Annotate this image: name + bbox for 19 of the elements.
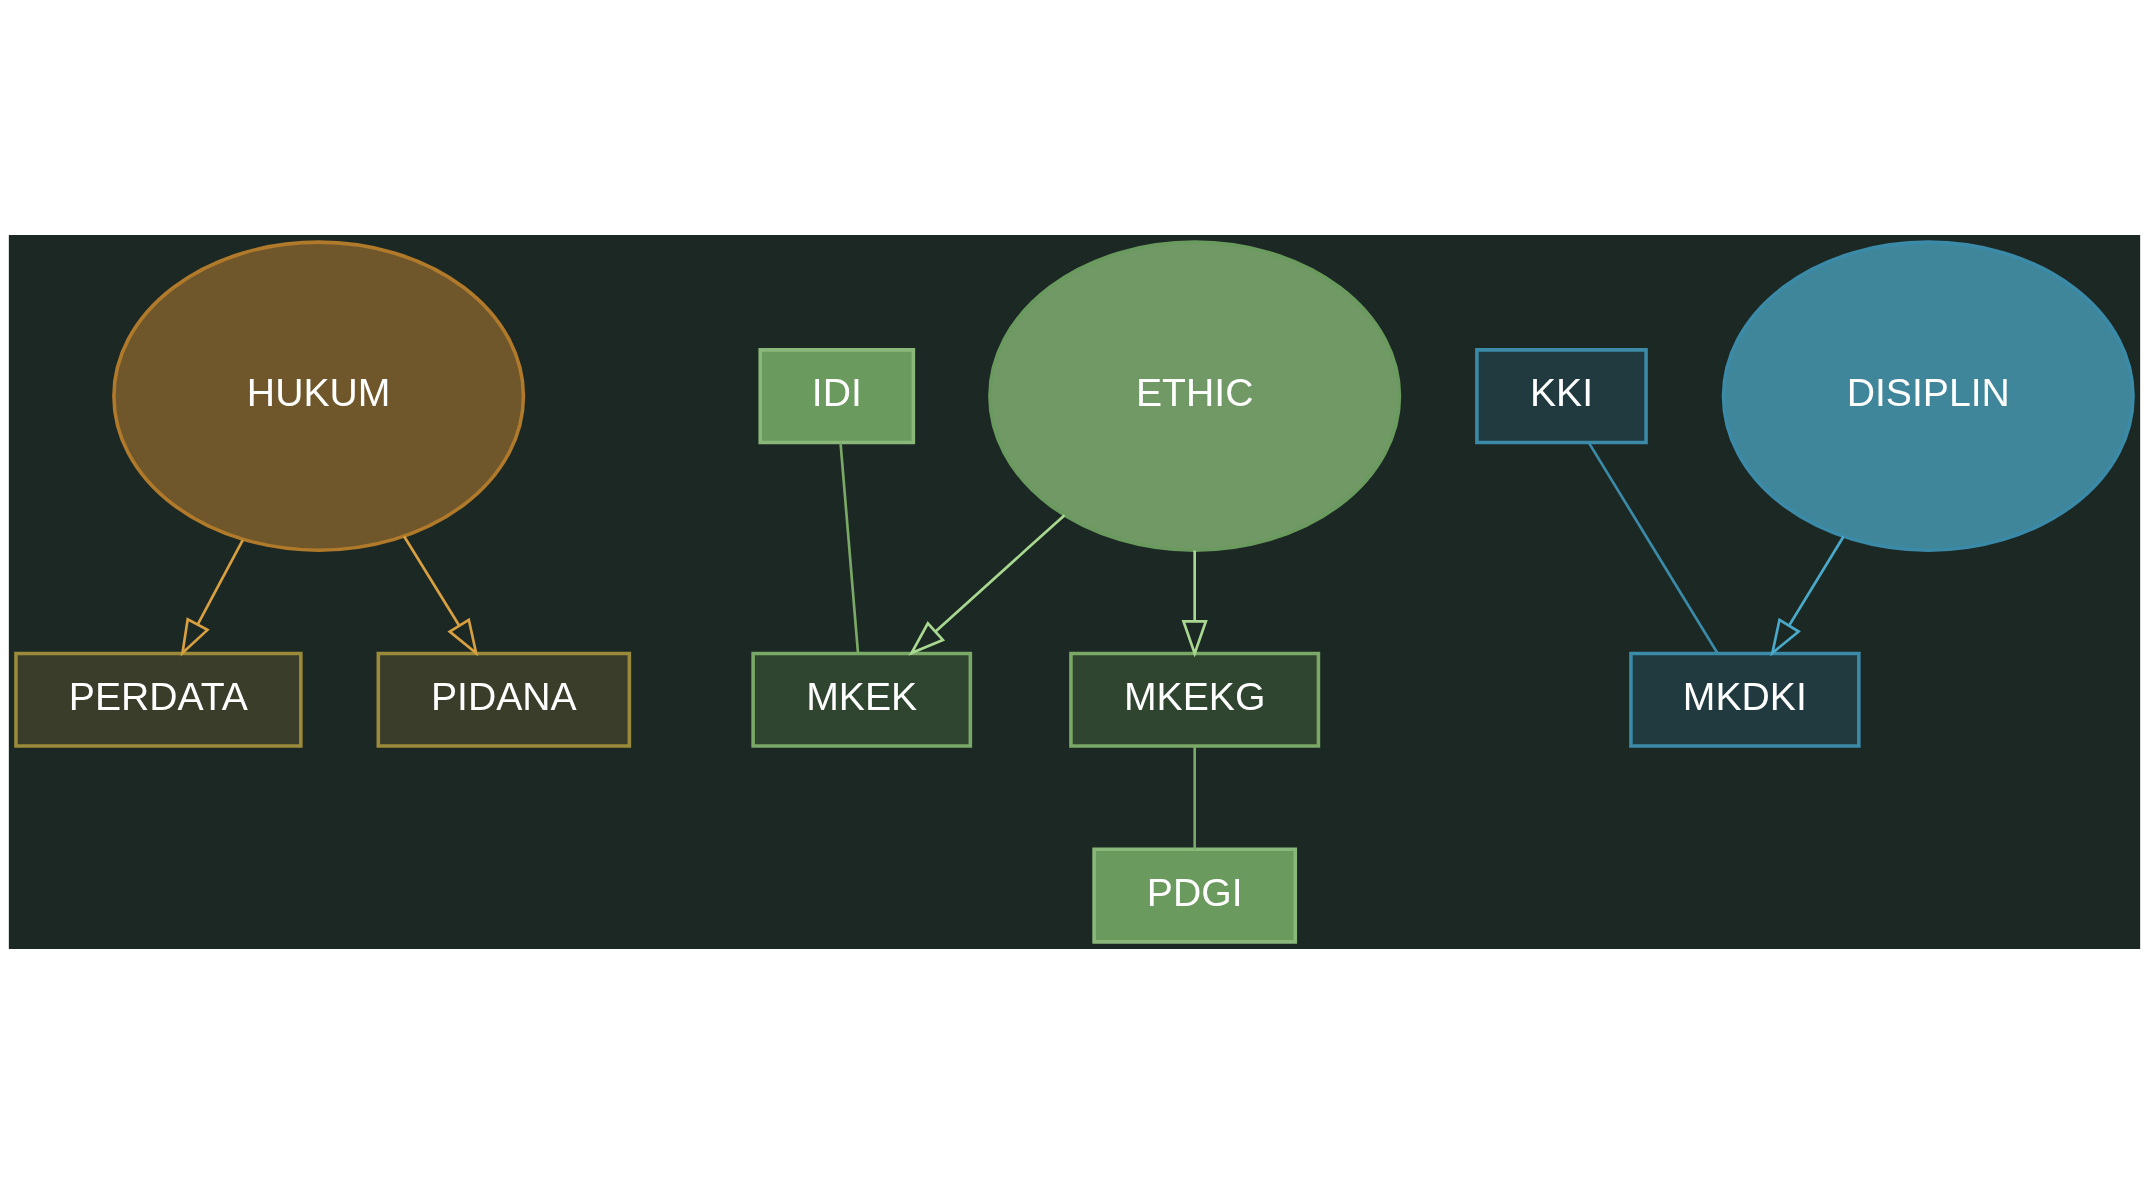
arrow	[1181, 550, 1208, 657]
node-box: MKDKI	[1629, 651, 1861, 748]
node-box: MKEKG	[1069, 651, 1321, 748]
node-box: PDGI	[1092, 847, 1298, 944]
arrow	[403, 535, 479, 656]
node-box: PERDATA	[14, 651, 303, 748]
node-box: IDI	[758, 347, 916, 444]
connector	[839, 442, 860, 653]
node-ellipse: ETHIC	[988, 239, 1402, 552]
connector	[1587, 441, 1719, 654]
node-ellipse: DISIPLIN	[1721, 239, 2135, 552]
arrow	[180, 538, 244, 656]
connector	[1193, 745, 1197, 849]
node-ellipse: HUKUM	[112, 239, 526, 552]
node-box: PIDANA	[376, 651, 632, 748]
arrow	[908, 513, 1066, 656]
node-box: KKI	[1475, 347, 1648, 444]
arrow	[1770, 535, 1845, 656]
node-box: MKEK	[751, 651, 973, 748]
